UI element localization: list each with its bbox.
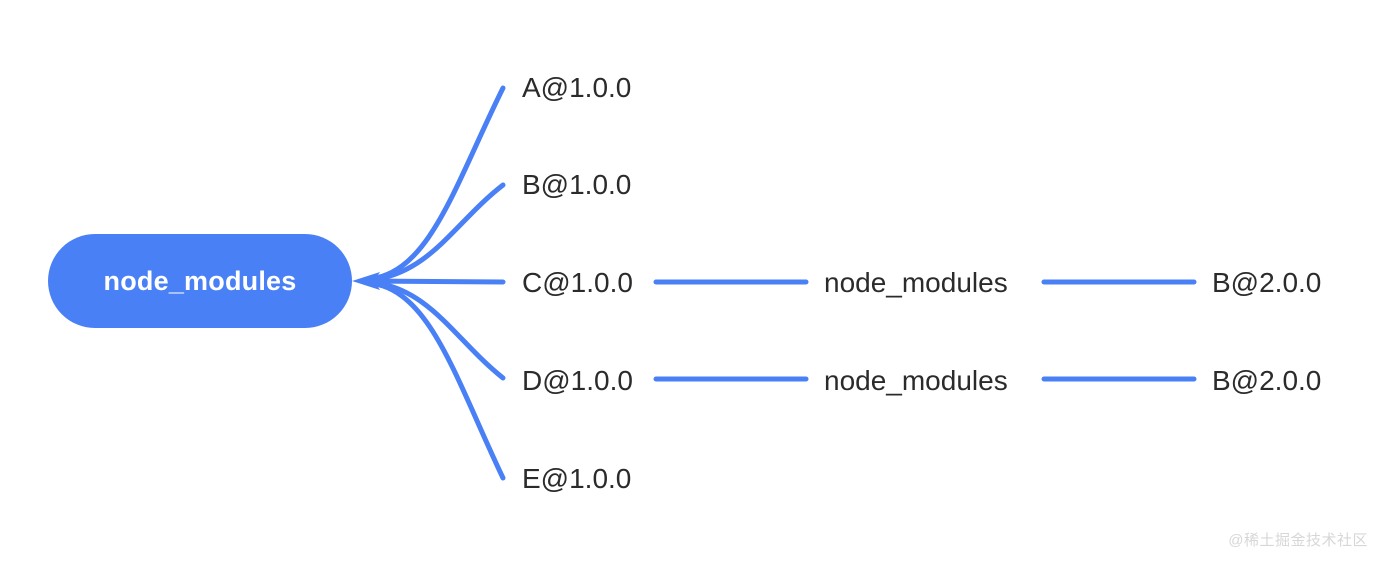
nested-node-modules-label-c[interactable]: node_modules [824,267,1008,298]
node-label-a[interactable]: A@1.0.0 [522,72,632,103]
node-label-e[interactable]: E@1.0.0 [522,463,632,494]
node-label-c[interactable]: C@1.0.0 [522,267,633,298]
nested-node-modules-label-d[interactable]: node_modules [824,365,1008,396]
arrowhead-icon [352,272,380,290]
node-label-b[interactable]: B@1.0.0 [522,169,632,200]
edge-root-to-a [367,85,506,282]
nested-leaf-label-c[interactable]: B@2.0.0 [1212,267,1322,298]
node-label-d[interactable]: D@1.0.0 [522,365,633,396]
edge-root-to-c [367,278,506,285]
nested-leaf-label-d[interactable]: B@2.0.0 [1212,365,1322,396]
edge-root-to-e [367,280,506,481]
edge-root-to-b [367,182,506,283]
watermark: @稀土掘金技术社区 [1228,532,1368,549]
root-node-label: node_modules [103,265,297,296]
edge-root-to-d [367,279,506,381]
root-node-node-modules[interactable]: node_modules [48,234,352,328]
